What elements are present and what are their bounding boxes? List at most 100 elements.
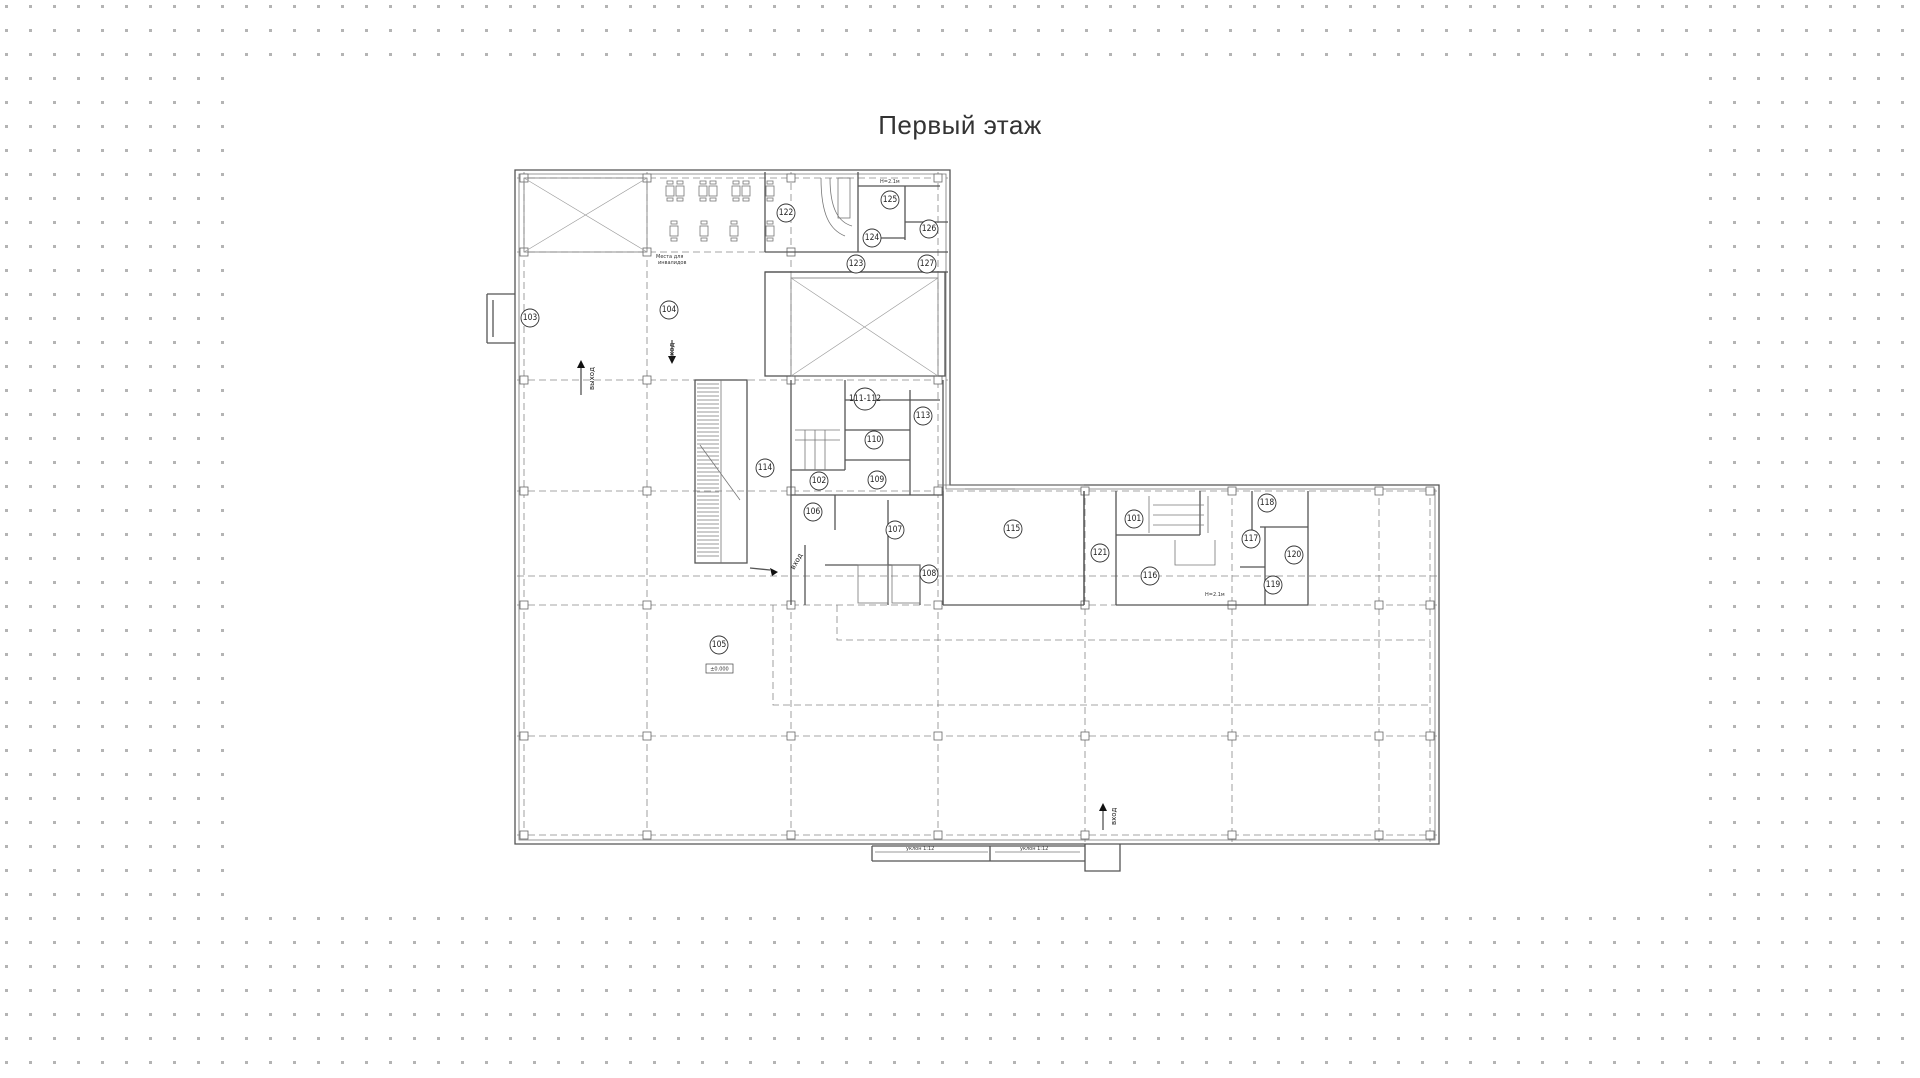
room-marker-121: 121: [1090, 543, 1110, 563]
columns: [519, 173, 1435, 840]
cafe-table: [765, 180, 775, 202]
room-number: 116: [1143, 571, 1158, 581]
room-marker-114: 114: [755, 458, 775, 478]
exit-label: выход: [588, 367, 596, 390]
column: [519, 375, 529, 385]
room-number: 118: [1260, 498, 1275, 508]
room-marker-circle: [1284, 545, 1304, 565]
cafe-table: [729, 220, 739, 242]
entrance-arrow-icon: [1099, 803, 1107, 830]
room-marker-circle: [864, 430, 884, 450]
room-number: 119: [1266, 580, 1281, 590]
column: [642, 830, 652, 840]
column: [1080, 830, 1090, 840]
room-marker-circle: [755, 458, 775, 478]
room-marker-108: 108: [919, 564, 939, 584]
escalator: [694, 379, 748, 564]
room-marker-120: 120: [1284, 545, 1304, 565]
room-marker-118: 118: [1257, 493, 1277, 513]
room-marker-103: 103: [520, 308, 540, 328]
room-marker-circle: [709, 635, 729, 655]
column: [1374, 600, 1384, 610]
room-marker-126: 126: [919, 219, 939, 239]
room-marker-106: 106: [803, 502, 823, 522]
room-marker-circle: [853, 387, 877, 411]
room-marker-circle: [917, 254, 937, 274]
room-marker-circle: [1124, 509, 1144, 529]
column: [786, 731, 796, 741]
room-marker-circle: [659, 300, 679, 320]
cafe-table: [669, 220, 679, 242]
room-number: 127: [920, 259, 935, 269]
exterior-walls: [486, 169, 1440, 845]
room-marker-111-112: 111-112: [849, 387, 881, 411]
room-number: 124: [865, 233, 880, 243]
column: [933, 830, 943, 840]
room-number: 113: [916, 411, 931, 421]
room-marker-circle: [862, 228, 882, 248]
exit-arrow-icon: [577, 360, 585, 395]
cafe-table: [708, 180, 718, 202]
column: [786, 830, 796, 840]
column: [1374, 830, 1384, 840]
column: [933, 600, 943, 610]
light-well-void: [764, 271, 946, 377]
room-number: 106: [806, 507, 821, 517]
room-number: 117: [1244, 534, 1259, 544]
column: [933, 486, 943, 496]
room-marker-circle: [1090, 543, 1110, 563]
room-number: 107: [888, 525, 903, 535]
room-marker-circle: [809, 471, 829, 491]
room-number: 121: [1093, 548, 1108, 558]
room-number: 110: [867, 435, 882, 445]
column: [1227, 731, 1237, 741]
column: [519, 731, 529, 741]
column: [1374, 486, 1384, 496]
room-marker-circle: [867, 470, 887, 490]
column: [933, 375, 943, 385]
room-number: 109: [870, 475, 885, 485]
column: [1227, 830, 1237, 840]
room-marker-105: 105: [709, 635, 729, 655]
room-marker-123: 123: [846, 254, 866, 274]
column: [642, 600, 652, 610]
cafe-table: [741, 180, 751, 202]
room-marker-circle: [1263, 575, 1283, 595]
room-marker-117: 117: [1241, 529, 1261, 549]
room-marker-116: 116: [1140, 566, 1160, 586]
room-marker-circle: [880, 190, 900, 210]
room-marker-104: 104: [659, 300, 679, 320]
cafe-table: [765, 220, 775, 242]
room-marker-101: 101: [1124, 509, 1144, 529]
atrium-void: [523, 177, 648, 253]
column: [933, 173, 943, 183]
column: [1080, 731, 1090, 741]
east-core-walls: [1083, 491, 1309, 606]
entrance-label: вход: [668, 342, 676, 360]
room-marker-circle: [776, 203, 796, 223]
column: [519, 600, 529, 610]
cafe-table: [665, 180, 675, 202]
column: [1425, 600, 1435, 610]
column: [786, 173, 796, 183]
ramp-slope-2: уклон 1:12: [1020, 846, 1048, 852]
entrance-arrow-icon: [749, 567, 778, 576]
room-marker-circle: [1257, 493, 1277, 513]
disabled-places-line2: инвалидов: [658, 260, 686, 266]
room-marker-circle: [1003, 519, 1023, 539]
room-marker-125: 125: [880, 190, 900, 210]
ramp-slope-1: уклон 1:12: [906, 846, 934, 852]
room-marker-circle: [919, 564, 939, 584]
room-marker-127: 127: [917, 254, 937, 274]
cafe-table: [698, 180, 708, 202]
cafe-table: [699, 220, 709, 242]
disabled-places-line1: Места для: [656, 254, 683, 260]
room-marker-115: 115: [1003, 519, 1023, 539]
cafe-table: [675, 180, 685, 202]
column: [933, 731, 943, 741]
room-number: 105: [712, 640, 727, 650]
ceiling-outline-dashed: [772, 605, 1430, 706]
room-marker-circle: [913, 406, 933, 426]
column: [1425, 731, 1435, 741]
